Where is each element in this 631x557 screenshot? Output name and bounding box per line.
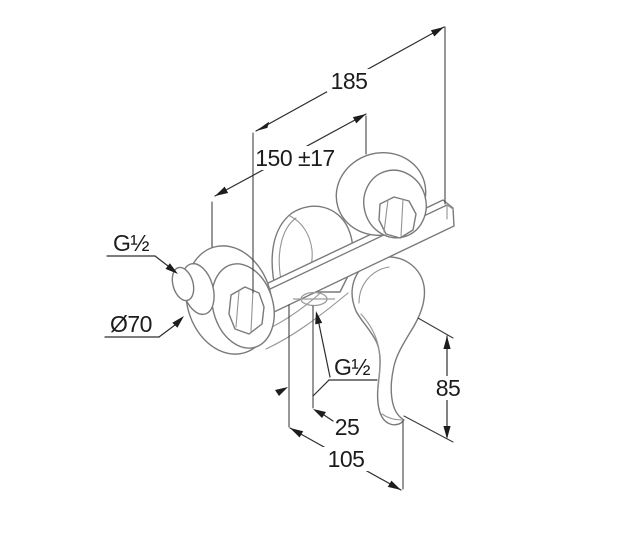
dim-85-ext-bottom: [403, 415, 454, 443]
left-thread-stub: [171, 266, 195, 302]
left-union-nut: [228, 286, 265, 335]
dim-185-label: 185: [331, 68, 368, 94]
g12-outlet-text: G½: [334, 354, 370, 380]
dim-105: 105: [289, 420, 404, 491]
dim-150-label: 150 ±17: [255, 145, 334, 171]
label-g12-outlet: G½: [312, 305, 378, 409]
dim-150: 150 ±17: [211, 113, 367, 248]
dim-85-ext-top: [417, 317, 454, 339]
d70-text: Ø70: [110, 311, 152, 337]
dim-25: 25: [275, 304, 360, 440]
dim-85-label: 85: [436, 375, 461, 401]
top-escutcheon: [335, 151, 427, 239]
g12-left-text: G½: [113, 230, 149, 256]
label-d70: Ø70: [104, 311, 184, 338]
dim-85: 85: [403, 317, 463, 443]
lever-handle: [351, 256, 426, 426]
left-escutcheon: [171, 245, 275, 355]
dim-105-label: 105: [328, 446, 365, 472]
top-union-nut: [378, 196, 417, 239]
handle-hub-edge: [358, 266, 390, 304]
outlet-marker: [293, 291, 335, 307]
label-g12-left: G½: [106, 230, 178, 274]
dim-185: 185: [252, 26, 446, 294]
dim-25-label: 25: [335, 414, 360, 440]
